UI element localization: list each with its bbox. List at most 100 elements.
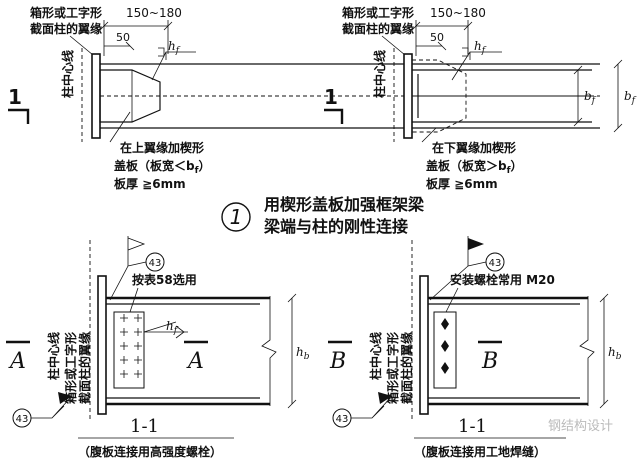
bl-flag-top — [127, 236, 146, 266]
bl-section-note: （腹板连接用高强度螺栓） — [78, 444, 222, 459]
tl-note-2: 盖板（板宽＜bf） — [114, 158, 211, 176]
tl-centerline-label: 柱中心线 — [60, 50, 75, 98]
br-section-left: B — [329, 349, 346, 374]
br-section-title: 1-1 — [458, 416, 487, 437]
tl-column-flange-label-2: 截面柱的翼缘 — [30, 21, 102, 36]
tl-dim-line-50 — [104, 41, 135, 51]
tr-weld-leader — [451, 51, 502, 81]
br-weld-ref-bottom: 43 — [336, 414, 349, 425]
caption-line-2: 梁端与柱的刚性连接 — [263, 217, 408, 236]
tl-section-mark: 1 — [8, 85, 22, 109]
bl-shear-plate — [113, 311, 145, 389]
tr-column-flange-label-1: 箱形或工字形 — [342, 5, 414, 20]
tr-note-3: 板厚 ≧6mm — [426, 176, 498, 191]
top-right-plan-view: 箱形或工字形 截面柱的翼缘 150~180 50 柱中心线 1 hf bf 在下… — [324, 5, 597, 191]
tr-dim-range: 150~180 — [430, 6, 486, 20]
br-weld-ref-top: 43 — [489, 258, 502, 269]
bl-weld-ref-bottom: 43 — [16, 414, 29, 425]
br-bolt-note: 安装螺栓常用 M20 — [450, 272, 555, 287]
bl-section-right: A — [186, 349, 204, 374]
tl-column-flange-label-1: 箱形或工字形 — [30, 5, 102, 20]
tr-weld-symbol — [462, 47, 469, 57]
tl-note-leader — [109, 111, 131, 143]
bl-weld-size: hf — [166, 319, 179, 336]
tr-column-flange — [403, 53, 413, 139]
br-beam-flanges — [428, 296, 588, 406]
bottom-right-section: 43 柱中心线 箱形或工字形 截面柱的翼缘 安装螺栓常用 M20 B B hb … — [328, 236, 622, 459]
tr-column-flange-label-2: 截面柱的翼缘 — [342, 21, 414, 36]
tr-section-mark: 1 — [324, 85, 338, 109]
tl-note-1: 在上翼缘加楔形 — [120, 140, 204, 155]
tr-note-1: 在下翼缘加楔形 — [432, 140, 516, 155]
tl-dim-range: 150~180 — [126, 6, 182, 20]
watermark: 钢结构设计 — [548, 419, 613, 434]
bl-weld-leader — [143, 321, 188, 333]
br-vertical-label-2: 箱形或工字形 — [385, 332, 400, 404]
tl-weld-leader — [151, 51, 196, 81]
tl-column-flange — [91, 53, 101, 139]
bl-depth-dim — [287, 293, 297, 409]
caption-number: 1 — [230, 205, 243, 229]
tl-dim-line-range — [99, 20, 173, 56]
bl-weld-ref-top: 43 — [149, 258, 162, 269]
tr-section-arrow — [324, 108, 344, 124]
br-column-flange — [419, 275, 429, 415]
bl-vertical-label-1: 柱中心线 — [46, 332, 61, 380]
tl-dim-50: 50 — [116, 31, 130, 44]
tl-weld-size: hf — [168, 39, 181, 56]
tl-width-dim — [613, 59, 623, 133]
bl-bolt-note: 按表58选用 — [132, 272, 197, 287]
tr-dim-line-range — [411, 20, 473, 56]
tl-width-label: bf — [624, 89, 637, 106]
bl-vertical-label-2: 箱形或工字形 — [63, 332, 78, 404]
bl-section-title: 1-1 — [130, 416, 159, 437]
br-depth-label: hb — [608, 345, 622, 362]
br-depth-dim — [599, 293, 609, 409]
caption-line-1: 用楔形盖板加强框架梁 — [264, 195, 425, 214]
br-flag-bottom — [378, 392, 392, 404]
br-weld-ref-bottom-leader — [351, 395, 393, 419]
br-break-line — [579, 296, 595, 406]
br-erection-plate — [433, 311, 457, 389]
tr-weld-size: hf — [474, 39, 487, 56]
tl-weld-symbol — [158, 47, 165, 57]
br-section-right: B — [481, 349, 498, 374]
tr-note-leader — [421, 127, 437, 143]
br-flag-top — [468, 238, 484, 250]
bl-beam-flange-inner — [106, 303, 260, 399]
caption-number-circle — [221, 202, 251, 232]
bl-weld-symbol — [175, 325, 185, 339]
bl-weld-ref-top-leader — [109, 261, 147, 301]
tl-section-arrow — [8, 108, 30, 124]
tl-beam-flange-edges — [100, 63, 600, 129]
bl-section-left: A — [8, 349, 26, 374]
br-beam-flange-inner — [428, 303, 580, 399]
tr-beam-flange-edges — [412, 69, 592, 123]
tl-note-3: 板厚 ≧6mm — [114, 176, 186, 191]
bl-depth-label: hb — [296, 345, 310, 362]
tr-wedge-plate — [412, 59, 467, 133]
bl-column-flange — [97, 275, 107, 415]
br-vertical-label-1: 柱中心线 — [368, 332, 383, 380]
tr-dim-line-50 — [416, 41, 447, 51]
tr-flange-leader — [381, 35, 406, 56]
br-bolt-note-leader — [445, 287, 459, 313]
tr-width-dim — [573, 65, 583, 127]
bl-weld-ref-bottom-leader — [31, 395, 73, 419]
bl-flag-bottom — [58, 392, 72, 404]
br-section-note: （腹板连接用工地焊缝） — [414, 444, 546, 459]
bl-break-line — [261, 296, 277, 406]
figure-caption: 1 用楔形盖板加强框架梁 梁端与柱的刚性连接 — [221, 195, 425, 236]
bl-vertical-label-3: 截面柱的翼缘 — [77, 332, 92, 404]
tr-width-label: bf — [584, 89, 597, 106]
top-left-plan-view: 箱形或工字形 截面柱的翼缘 150~180 50 柱中心线 1 hf bf 在上… — [8, 5, 637, 191]
tl-flange-leader — [69, 35, 94, 56]
bottom-left-section: 43 柱中心线 箱形或工字形 截面柱的翼缘 按表58选用 hf A A hb 4… — [6, 236, 310, 459]
tr-dim-50: 50 — [430, 31, 444, 44]
tr-centerline-label: 柱中心线 — [372, 50, 387, 98]
br-weld-ref-top-leader — [429, 261, 487, 301]
br-vertical-label-3: 截面柱的翼缘 — [399, 332, 414, 404]
bl-bolt-marks — [120, 314, 142, 378]
bl-bolt-note-leader — [129, 287, 139, 313]
